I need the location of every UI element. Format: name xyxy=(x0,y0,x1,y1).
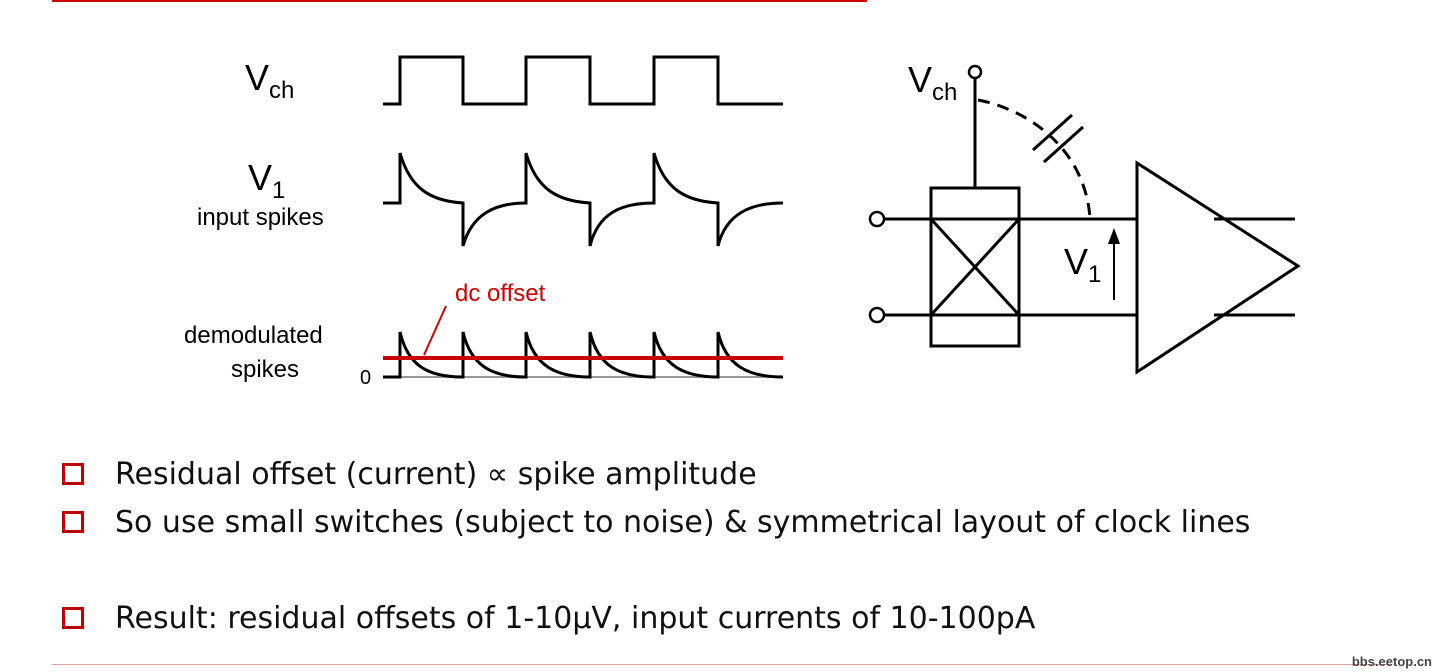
bottom-rule xyxy=(52,664,1392,665)
v1-wave-label: V1 xyxy=(248,157,286,205)
top-rule xyxy=(52,0,867,2)
v1-spike-wave xyxy=(383,152,784,247)
chopper-cross-b xyxy=(929,217,1021,317)
bullet-text: Result: residual offsets of 1-10μV, inpu… xyxy=(115,600,1036,636)
bullet-text: So use small switches (subject to noise)… xyxy=(115,504,1251,540)
capacitor-plate-b xyxy=(1042,125,1085,164)
input-terminal-bottom xyxy=(868,306,886,324)
checkbox-square-icon xyxy=(62,607,84,629)
parasitic-coupling-dashed xyxy=(977,98,1092,219)
demodulated-spike-wave xyxy=(383,331,784,379)
circuit-vch-label: Vch xyxy=(908,59,958,107)
watermark: bbs.eetop.cn xyxy=(1351,654,1432,669)
vch-wave-label: Vch xyxy=(245,57,295,105)
dc-offset-label: dc offset xyxy=(455,280,546,307)
capacitor-plate-a xyxy=(1031,113,1074,152)
circuit-v1-label: V1 xyxy=(1064,241,1102,289)
input-terminal-top xyxy=(868,210,886,228)
vch-square-wave xyxy=(383,55,783,106)
input-spikes-caption: input spikes xyxy=(197,204,324,231)
dc-offset-pointer xyxy=(423,305,447,356)
bullet-item: Residual offset (current) ∝ spike amplit… xyxy=(62,452,757,496)
zero-level-label: 0 xyxy=(360,367,372,389)
amplifier-triangle xyxy=(1135,160,1301,375)
checkbox-square-icon xyxy=(62,511,84,533)
bullet-item: Result: residual offsets of 1-10μV, inpu… xyxy=(62,596,1035,640)
demodulated-caption-line1: demodulated xyxy=(184,322,323,349)
v1-arrow-head xyxy=(1108,228,1120,244)
bullet-item: So use small switches (subject to noise)… xyxy=(62,500,1250,544)
checkbox-square-icon xyxy=(62,463,84,485)
vch-terminal xyxy=(967,64,983,80)
bullet-text: Residual offset (current) ∝ spike amplit… xyxy=(115,456,757,492)
demodulated-caption-line2: spikes xyxy=(231,356,300,383)
